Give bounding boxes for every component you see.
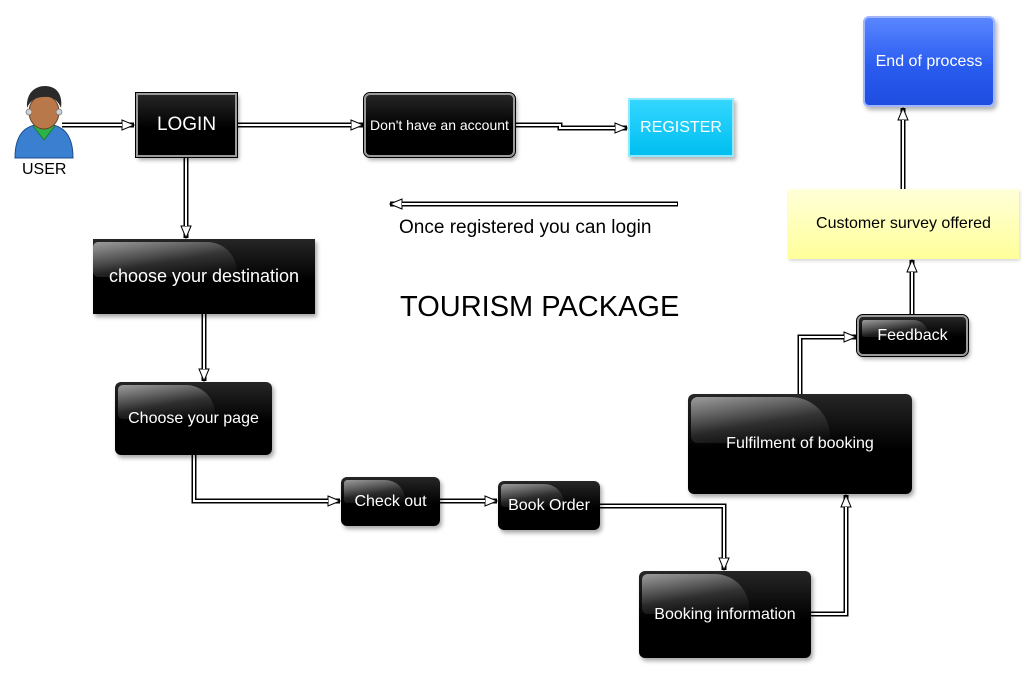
diagram-title: TOURISM PACKAGE [400, 291, 680, 323]
fulfilment-label: Fulfilment of booking [726, 435, 874, 452]
survey-label: Customer survey offered [816, 215, 991, 232]
register-label: REGISTER [640, 118, 722, 136]
book-order-node: Book Order [498, 481, 600, 530]
book-order-label: Book Order [508, 496, 590, 514]
arrow-book-order-to-booking-info [600, 503, 724, 570]
destination-node: choose your destination [93, 239, 315, 314]
page-node: Choose your page [115, 382, 272, 455]
annotation-text: Once registered you can login [399, 217, 652, 238]
arrow-page-to-checkout [191, 455, 340, 501]
feedback-label: Feedback [877, 326, 948, 344]
no-account-node: Don't have an account [363, 92, 516, 158]
booking-info-label: Booking information [654, 605, 796, 623]
fulfilment-node: Fulfilment of booking [688, 394, 912, 494]
no-account-label: Don't have an account [370, 117, 509, 133]
end-label: End of process [875, 52, 983, 70]
destination-label: choose your destination [108, 266, 300, 286]
arrow-no-account-to-register [514, 125, 627, 128]
register-node: REGISTER [628, 98, 734, 157]
end-node: End of process [863, 16, 995, 107]
survey-node: Customer survey offered [788, 189, 1019, 259]
login-node: LOGIN [135, 92, 238, 158]
arrow-fulfilment-to-feedback [797, 337, 856, 394]
checkout-node: Check out [341, 477, 440, 526]
page-label: Choose your page [128, 409, 259, 427]
user-label: USER [22, 161, 67, 178]
arrow-booking-info-to-fulfilment [811, 495, 846, 617]
login-label: LOGIN [156, 114, 217, 135]
user-avatar-icon [14, 86, 74, 159]
checkout-label: Check out [354, 492, 427, 510]
feedback-node: Feedback [856, 314, 969, 357]
booking-info-node: Booking information [639, 571, 811, 658]
